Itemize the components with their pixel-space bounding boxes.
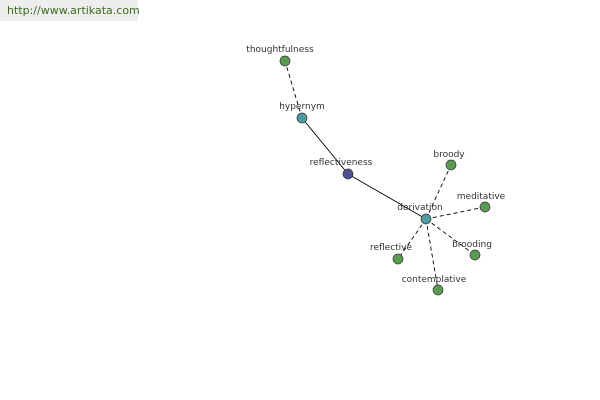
url-banner: http://www.artikata.com <box>0 0 140 21</box>
edge-derivation-broody <box>425 164 452 220</box>
edge-hypernym-thoughtfulness <box>284 60 303 119</box>
edge-derivation-meditative <box>425 206 486 220</box>
edge-derivation-contemplative <box>425 218 439 291</box>
node-brooding[interactable] <box>469 249 481 261</box>
node-reflectiveness[interactable] <box>342 168 354 180</box>
edge-reflectiveness-derivation <box>347 173 427 220</box>
node-derivation[interactable] <box>420 213 432 225</box>
node-label-derivation[interactable]: derivation <box>397 203 443 213</box>
node-label-thoughtfulness[interactable]: thoughtfulness <box>246 45 314 55</box>
node-contemplative[interactable] <box>432 284 444 296</box>
node-broody[interactable] <box>445 159 457 171</box>
edge-reflectiveness-hypernym <box>301 117 349 175</box>
graph-labels: thoughtfulness hypernym reflectiveness deri… <box>246 45 505 285</box>
edge-derivation-reflective <box>397 218 427 260</box>
graph-edges <box>284 60 486 291</box>
node-label-contemplative[interactable]: contemplative <box>402 275 467 285</box>
graph-nodes <box>279 55 491 296</box>
node-label-hypernym[interactable]: hypernym <box>279 102 325 112</box>
node-label-broody[interactable]: broody <box>433 150 465 160</box>
node-reflective[interactable] <box>392 253 404 265</box>
site-url-link[interactable]: http://www.artikata.com <box>7 4 140 17</box>
node-thoughtfulness[interactable] <box>279 55 291 67</box>
node-meditative[interactable] <box>479 201 491 213</box>
node-hypernym[interactable] <box>296 112 308 124</box>
node-label-reflective[interactable]: reflective <box>370 243 413 253</box>
node-label-brooding[interactable]: brooding <box>452 240 492 250</box>
node-label-reflectiveness[interactable]: reflectiveness <box>310 158 373 168</box>
edge-derivation-brooding <box>425 218 476 256</box>
node-label-meditative[interactable]: meditative <box>457 192 506 202</box>
